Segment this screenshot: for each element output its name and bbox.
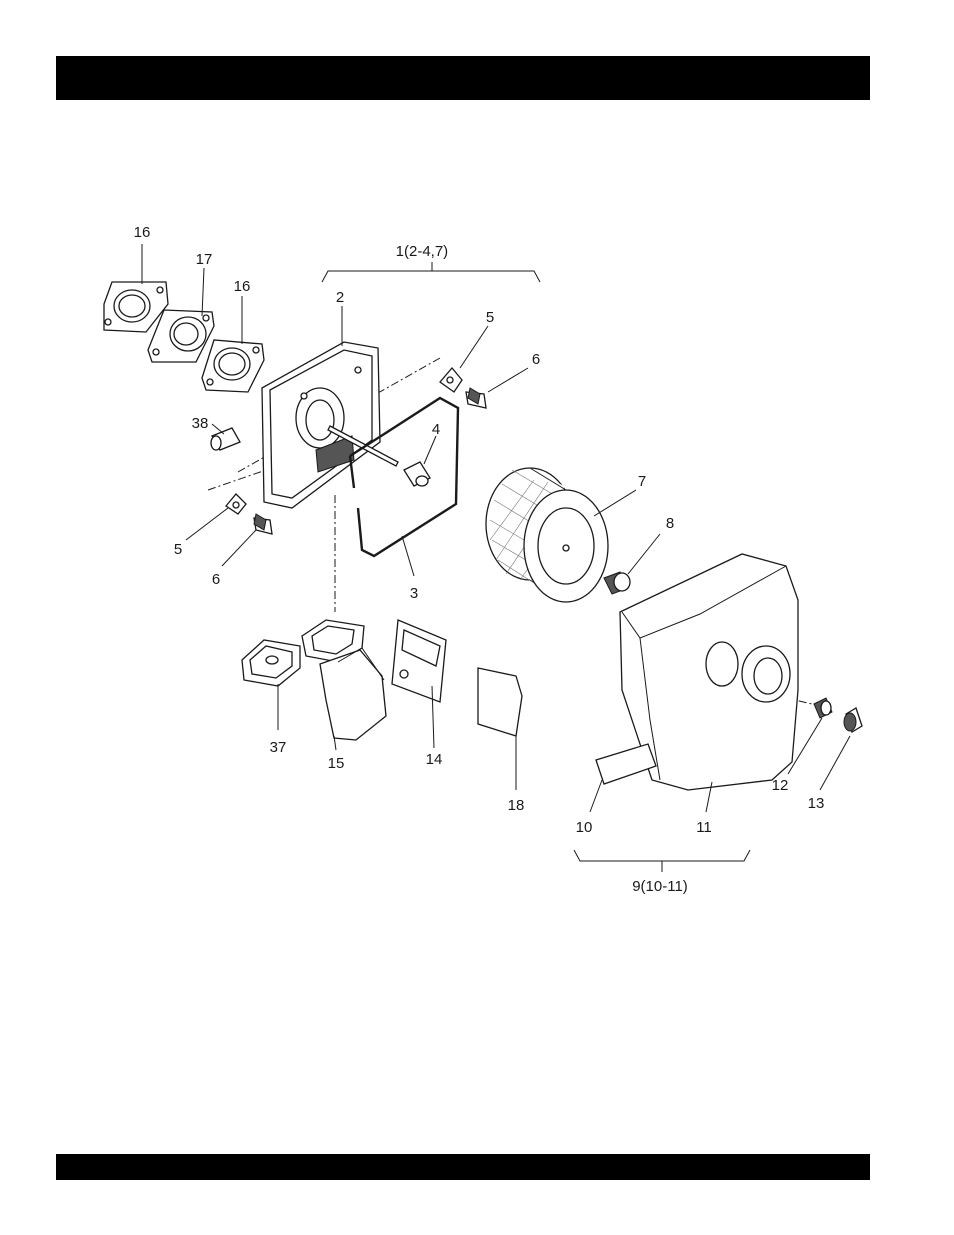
collar-4 [404, 462, 430, 486]
callout-16-left: 16 [134, 224, 151, 241]
callout-17: 17 [196, 251, 213, 268]
filter-pad-18 [478, 668, 522, 736]
callout-15: 15 [328, 755, 345, 772]
callout-14: 14 [426, 751, 443, 768]
group-bracket-9 [574, 850, 750, 872]
air-filter-element-7 [486, 468, 608, 602]
callout-9: 9(10-11) [632, 878, 688, 895]
callout-10: 10 [576, 819, 593, 836]
intake-duct-10 [596, 744, 656, 784]
callout-8: 8 [666, 515, 674, 532]
group-bracket-1 [322, 262, 540, 282]
air-cleaner-base-2 [262, 342, 380, 508]
callout-11: 11 [696, 819, 712, 836]
callout-3: 3 [410, 585, 418, 602]
callout-18: 18 [508, 797, 525, 814]
callout-4: 4 [432, 421, 440, 438]
callout-12: 12 [772, 777, 789, 794]
seal-37 [242, 640, 300, 686]
callout-1-range: (2-4,7) [404, 243, 448, 260]
callout-2: 2 [336, 289, 344, 306]
gasket-16-right [202, 340, 264, 392]
callout-5-upper: 5 [486, 309, 494, 326]
callout-1: 1 [396, 243, 404, 260]
callout-38: 38 [192, 415, 209, 432]
callout-5-lower: 5 [174, 541, 182, 558]
nut-8 [604, 572, 630, 594]
callout-7: 7 [638, 473, 646, 490]
callout-6-upper: 6 [532, 351, 540, 368]
callout-13: 13 [808, 795, 825, 812]
gasket-plate-14 [392, 620, 446, 702]
callout-37: 37 [270, 739, 287, 756]
assembly-line-bottom [208, 470, 266, 490]
washer-5-upper [440, 368, 462, 392]
knob-12 [814, 698, 832, 718]
callout-16-right: 16 [234, 278, 251, 295]
cap-13 [844, 708, 862, 732]
callout-6-lower: 6 [212, 571, 220, 588]
washer-5-lower [226, 494, 246, 514]
intake-elbow-15 [302, 620, 386, 740]
bolt-6-lower [254, 514, 272, 534]
bolt-6-upper [466, 388, 486, 408]
collar-38 [211, 428, 240, 450]
